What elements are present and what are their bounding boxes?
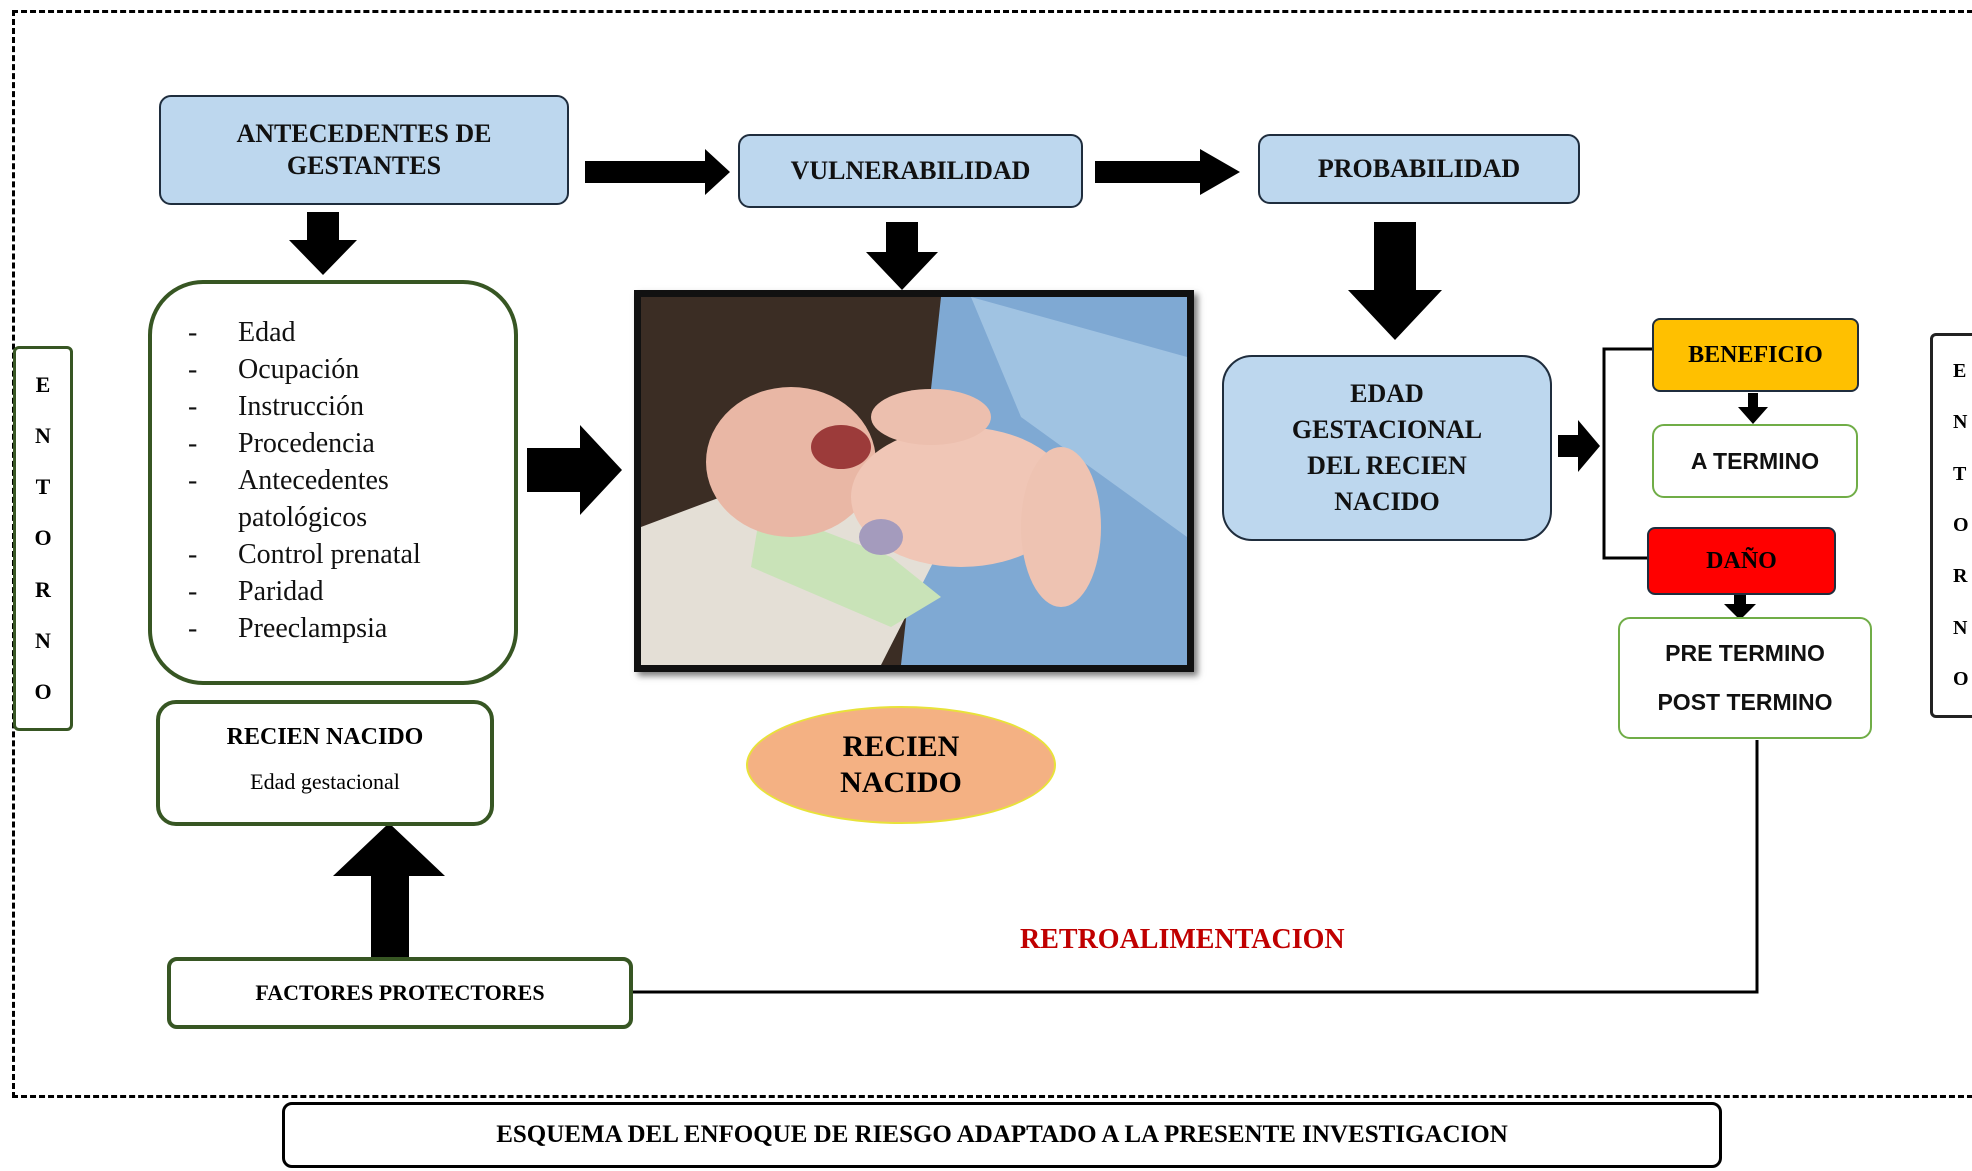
probabilidad-label: PROBABILIDAD <box>1317 154 1521 183</box>
arrow-up-shaft <box>371 876 409 964</box>
beneficio-box: BENEFICIO <box>1652 318 1859 392</box>
factors-box: -Edad -Ocupación -Instrucción -Procedenc… <box>148 280 518 685</box>
newborn-illustration <box>641 297 1187 665</box>
pre-termino-label: PRE TERMINO <box>1665 640 1825 666</box>
edad-gestacional-box: EDAD GESTACIONAL DEL RECIEN NACIDO <box>1222 355 1552 541</box>
entorno-letter: R <box>35 576 51 602</box>
recien-nacido-box-title: RECIEN NACIDO <box>226 724 424 750</box>
arrow-up <box>333 823 445 913</box>
factores-protectores-box: FACTORES PROTECTORES <box>167 957 633 1029</box>
entorno-right-box: E N T O R N O <box>1930 333 1972 718</box>
recien-nacido-box-subtitle: Edad gestacional <box>250 769 400 794</box>
dano-box: DAÑO <box>1647 527 1836 595</box>
entorno-letter: E <box>1953 360 1967 383</box>
retroalimentacion-label: RETROALIMENTACION <box>1020 924 1345 955</box>
a-termino-label: A TERMINO <box>1690 447 1820 474</box>
dano-label: DAÑO <box>1706 547 1777 574</box>
a-termino-box: A TERMINO <box>1652 424 1858 498</box>
factores-protectores-label: FACTORES PROTECTORES <box>255 980 545 1005</box>
outcome-bracket <box>1602 347 1652 560</box>
list-item: -Instrucción <box>188 391 364 422</box>
entorno-letter: E <box>35 371 51 397</box>
termino-outcomes-box: PRE TERMINO POST TERMINO <box>1618 617 1872 739</box>
antecedentes-box: ANTECEDENTES DE GESTANTES <box>159 95 569 205</box>
entorno-letter: O <box>1953 667 1969 690</box>
list-item: -Preeclampsia <box>188 613 388 644</box>
edad-gestacional-label: EDAD GESTACIONAL DEL RECIEN NACIDO <box>1291 379 1483 516</box>
arrow-down <box>866 222 938 290</box>
oval-label: RECIEN NACIDO <box>840 730 962 799</box>
entorno-letter: N <box>35 422 51 448</box>
beneficio-label: BENEFICIO <box>1688 341 1823 368</box>
feedback-line <box>632 740 1759 994</box>
caption-label: ESQUEMA DEL ENFOQUE DE RIESGO ADAPTADO A… <box>496 1121 1508 1148</box>
recien-nacido-box: RECIEN NACIDO Edad gestacional <box>156 700 494 826</box>
arrow-right <box>585 149 730 195</box>
vulnerabilidad-label: VULNERABILIDAD <box>790 156 1031 185</box>
entorno-letter: O <box>34 525 52 551</box>
newborn-photo <box>634 290 1194 672</box>
entorno-letter: T <box>35 474 51 500</box>
entorno-letter: N <box>35 628 51 654</box>
factors-list: -Edad -Ocupación -Instrucción -Procedenc… <box>152 314 514 647</box>
list-item: -Control prenatal <box>188 539 421 570</box>
list-item: -Ocupación <box>188 354 360 385</box>
arrow-right <box>527 425 622 515</box>
caption-box: ESQUEMA DEL ENFOQUE DE RIESGO ADAPTADO A… <box>282 1102 1722 1168</box>
entorno-left-box: E N T O R N O <box>13 346 73 731</box>
entorno-letter: O <box>1953 513 1969 536</box>
list-item: -Edad <box>188 317 296 348</box>
list-item: -Procedencia <box>188 428 375 459</box>
entorno-letter: T <box>1953 462 1967 485</box>
arrow-right <box>1558 420 1600 472</box>
entorno-letter: O <box>34 679 52 705</box>
list-item: -Antecedentes patológicos <box>188 465 389 533</box>
antecedentes-label: ANTECEDENTES DE GESTANTES <box>236 119 492 180</box>
arrow-down <box>1348 222 1442 340</box>
post-termino-label: POST TERMINO <box>1657 689 1833 715</box>
list-item: -Paridad <box>188 576 324 607</box>
arrow-down <box>289 212 357 275</box>
probabilidad-box: PROBABILIDAD <box>1258 134 1580 204</box>
vulnerabilidad-box: VULNERABILIDAD <box>738 134 1083 208</box>
arrow-down <box>1724 593 1756 620</box>
arrow-down <box>1738 393 1768 424</box>
recien-nacido-oval: RECIEN NACIDO <box>746 706 1056 824</box>
arrow-right <box>1095 149 1240 195</box>
entorno-letter: R <box>1953 565 1968 588</box>
entorno-letter: N <box>1953 616 1968 639</box>
entorno-letter: N <box>1953 411 1968 434</box>
